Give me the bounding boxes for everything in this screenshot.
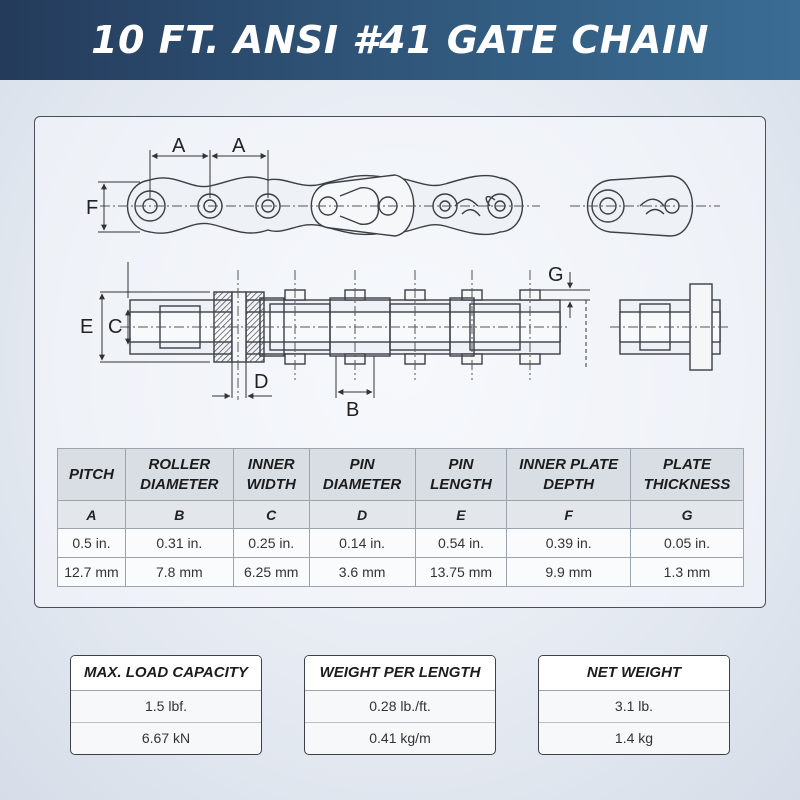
net-weight-metric: 1.4 kg: [614, 730, 654, 746]
chain-end-view: [586, 175, 694, 237]
letter-cell: D: [308, 500, 416, 529]
value-cell: 0.31 in.: [124, 528, 234, 558]
dimension-f: [98, 181, 140, 233]
title-banner: 10 FT. ANSI #41 GATE CHAIN: [0, 0, 800, 80]
spec-letter-row: A B C D E F G: [57, 500, 744, 529]
net-weight-box: NET WEIGHT 3.1 lb. 1.4 kg: [538, 655, 730, 755]
value-cell: 1.3 mm: [630, 557, 744, 587]
value-cell: 0.54 in.: [414, 528, 508, 558]
value-cell: 6.25 mm: [232, 557, 310, 587]
label-e: E: [80, 316, 93, 338]
header-pitch: PITCH: [57, 448, 126, 501]
load-capacity-title: MAX. LOAD CAPACITY: [71, 656, 261, 691]
dimension-a: [149, 150, 269, 198]
weight-per-length-metric: 0.41 kg/m: [369, 730, 431, 746]
letter-cell: A: [57, 500, 126, 529]
letter-cell: E: [414, 500, 508, 529]
load-capacity-box: MAX. LOAD CAPACITY 1.5 lbf. 6.67 kN: [70, 655, 262, 755]
load-capacity-metric: 6.67 kN: [141, 730, 191, 746]
letter-cell: B: [124, 500, 234, 529]
spec-metric-row: 12.7 mm 7.8 mm 6.25 mm 3.6 mm 13.75 mm 9…: [57, 557, 744, 587]
label-g: G: [548, 264, 564, 286]
value-cell: 7.8 mm: [124, 557, 234, 587]
value-cell: 0.05 in.: [630, 528, 744, 558]
label-f: F: [86, 197, 98, 219]
letter-cell: G: [630, 500, 744, 529]
value-cell: 0.39 in.: [506, 528, 632, 558]
label-a-2: A: [232, 135, 246, 157]
value-cell: 9.9 mm: [506, 557, 632, 587]
spec-imperial-row: 0.5 in. 0.31 in. 0.25 in. 0.14 in. 0.54 …: [57, 528, 744, 558]
label-d: D: [254, 371, 268, 393]
dimension-b: [335, 356, 375, 398]
value-cell: 12.7 mm: [57, 557, 126, 587]
value-cell: 3.6 mm: [308, 557, 416, 587]
value-cell: 0.14 in.: [308, 528, 416, 558]
page-title: 10 FT. ANSI #41 GATE CHAIN: [91, 18, 709, 62]
value-cell: 0.25 in.: [232, 528, 310, 558]
weight-per-length-box: WEIGHT PER LENGTH 0.28 lb./ft. 0.41 kg/m: [304, 655, 496, 755]
load-capacity-imperial: 1.5 lbf.: [71, 691, 261, 723]
weight-per-length-title: WEIGHT PER LENGTH: [305, 656, 495, 691]
dimension-e: [99, 291, 210, 363]
weight-per-length-imperial: 0.28 lb./ft.: [305, 691, 495, 723]
dimension-d: [212, 362, 272, 399]
chain-diagram: A A F E C D B G: [80, 135, 730, 421]
label-b: B: [346, 399, 359, 421]
value-cell: 0.5 in.: [57, 528, 126, 558]
net-weight-title: NET WEIGHT: [539, 656, 729, 691]
dimension-g: [540, 272, 590, 370]
letter-cell: C: [232, 500, 310, 529]
value-cell: 13.75 mm: [414, 557, 508, 587]
label-a-1: A: [172, 135, 186, 157]
label-c: C: [108, 316, 122, 338]
net-weight-imperial: 3.1 lb.: [539, 691, 729, 723]
letter-cell: F: [506, 500, 632, 529]
